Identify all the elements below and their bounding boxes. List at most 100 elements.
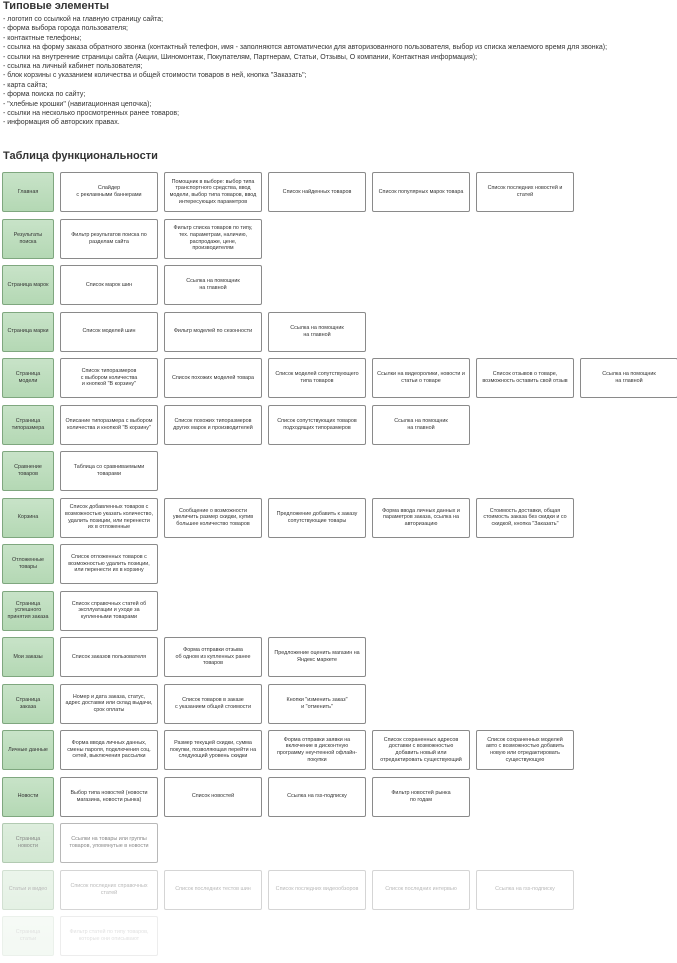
function-cell: Список последних тестов шин — [164, 869, 262, 910]
bullet-item: - логотип со ссылкой на главную страницу… — [3, 16, 164, 23]
function-cell: Форма ввода личных данных и параметров з… — [372, 497, 470, 538]
function-cell: Помощник в выборе: выбор типа транспортн… — [164, 172, 262, 212]
function-cell: Ссылка на помощник на главной — [372, 404, 470, 445]
function-cell: Фильтр новостей рынка по годам — [372, 776, 470, 817]
function-cell: Список заказов пользователя — [60, 637, 158, 677]
function-cell: Список сохраненных адресов доставки с во… — [372, 730, 470, 770]
function-cell: Список последних новостей и статей — [476, 172, 574, 212]
page-cell: Личные данные — [2, 730, 54, 770]
function-cell: Фильтр статей по типу товаров, которые о… — [60, 916, 158, 956]
function-cell: Стоимость доставки, общая стоимость зака… — [476, 497, 574, 538]
bullet-item: - ссылка на форму заказа обратного звонк… — [3, 44, 608, 52]
function-cell: Список отложенных товаров с возможностью… — [60, 544, 158, 584]
page-cell: Корзина — [2, 497, 54, 538]
page-cell: Мои заказы — [2, 637, 54, 677]
page-cell: Главная — [2, 172, 54, 212]
function-cell: Форма ввода личных данных, смены пароля,… — [60, 730, 158, 770]
bullet-item: - форма поиска по сайту; — [3, 91, 86, 99]
page-cell: Новости — [2, 776, 54, 817]
bullet-item: - контактные телефоны; — [3, 34, 82, 42]
bullet-item: - информация об авторских правах. — [3, 119, 120, 127]
page-cell: Страница марок — [2, 265, 54, 305]
function-cell: Список моделей сопутствующего типа товар… — [268, 358, 366, 398]
function-cell: Список справочных статей об эксплуатации… — [60, 590, 158, 631]
function-cell: Предложение оценить магазин на Яндекс ма… — [268, 637, 366, 677]
page-cell: Страница модели — [2, 358, 54, 398]
page-cell: Страница типоразмера — [2, 404, 54, 445]
page-cell: Результаты поиска — [2, 218, 54, 259]
function-cell: Список сопутствующих товаров подходящих … — [268, 404, 366, 445]
bullet-item: - блок корзины с указанием количества и … — [3, 72, 307, 80]
function-cell: Номер и дата заказа, статус, адрес доста… — [60, 683, 158, 724]
function-cell: Список моделей шин — [60, 311, 158, 352]
function-cell: Форма отправки отзыва об одном из куплен… — [164, 637, 262, 677]
function-cell: Ссылка на rss-подписку — [476, 869, 574, 910]
function-cell: Слайдер с рекламными баннерами — [60, 172, 158, 212]
page-cell: Страница марки — [2, 311, 54, 352]
page-cell: Страница заказа — [2, 683, 54, 724]
function-cell: Список сохраненных моделей авто с возмож… — [476, 730, 574, 770]
table-heading: Таблица функциональности — [3, 150, 158, 162]
page-cell: Страница новости — [2, 823, 54, 863]
function-cell: Фильтр результатов поиска по разделам са… — [60, 218, 158, 259]
function-cell: Список последних видеообзоров — [268, 869, 366, 910]
page-cell: Страница успешного принятия заказа — [2, 590, 54, 631]
page-cell: Страница статьи — [2, 916, 54, 956]
function-cell: Список найденных товаров — [268, 172, 366, 212]
function-cell: Ссылка на помощник на главной — [164, 265, 262, 305]
function-cell: Список марок шин — [60, 265, 158, 305]
function-cell: Описание типоразмера с выбором количеств… — [60, 404, 158, 445]
function-cell: Список похожих моделей товара — [164, 358, 262, 398]
bullet-item: - ссылки на несколько просмотренных ране… — [3, 110, 180, 118]
function-cell: Список новостей — [164, 776, 262, 817]
bullet-item: - карта сайта; — [3, 81, 48, 89]
function-cell: Таблица со сравниваемыми товарами — [60, 451, 158, 491]
function-cell: Список популярных марок товара — [372, 172, 470, 212]
function-cell: Кнопки "изменить заказ" и "отменить" — [268, 683, 366, 724]
page-cell: Статьи и видео — [2, 869, 54, 910]
function-cell: Ссылка на помощник на главной — [580, 358, 677, 398]
function-cell: Форма отправки заявки на включение в дис… — [268, 730, 366, 770]
function-cell: Список последних интервью — [372, 869, 470, 910]
bullet-item: - ссылка на личный кабинет пользователя; — [3, 63, 143, 71]
function-cell: Предложение добавить к заказу сопутствую… — [268, 497, 366, 538]
function-cell: Ссылка на rss-подписку — [268, 776, 366, 817]
bullet-item: - "хлебные крошки" (навигационная цепочк… — [3, 100, 152, 108]
function-cell: Список похожих типоразмеров других марок… — [164, 404, 262, 445]
function-cell: Сообщение о возможности увеличить размер… — [164, 497, 262, 538]
function-cell: Ссылки на товары или группы товаров, упо… — [60, 823, 158, 863]
function-cell: Размер текущей скидки, сумма покупки, по… — [164, 730, 262, 770]
function-cell: Ссылки на видеоролики, новости и статьи … — [372, 358, 470, 398]
function-cell: Список добавленных товаров с возможность… — [60, 497, 158, 538]
function-cell: Список типоразмеров с выбором количества… — [60, 358, 158, 398]
function-cell: Фильтр списка товаров по типу, тех. пара… — [164, 218, 262, 259]
bullet-item: - форма выбора города пользователя; — [3, 25, 128, 33]
function-cell: Список товаров в заказе с указанием обще… — [164, 683, 262, 724]
function-cell: Ссылка на помощник на главной — [268, 311, 366, 352]
bullet-item: - ссылки на внутренние страницы сайта (А… — [3, 53, 478, 61]
page-cell: Отложенные товары — [2, 544, 54, 584]
typical-elements-list: - логотип со ссылкой на главную страницу… — [3, 15, 673, 128]
page-cell: Сравнение товаров — [2, 451, 54, 491]
function-cell: Список последних справочных статей — [60, 869, 158, 910]
function-cell: Фильтр моделей по сезонности — [164, 311, 262, 352]
function-cell: Список отзывов о товаре, возможность ост… — [476, 358, 574, 398]
function-cell: Выбор типа новостей (новости магазина, н… — [60, 776, 158, 817]
page-heading: Типовые элементы — [3, 0, 110, 12]
